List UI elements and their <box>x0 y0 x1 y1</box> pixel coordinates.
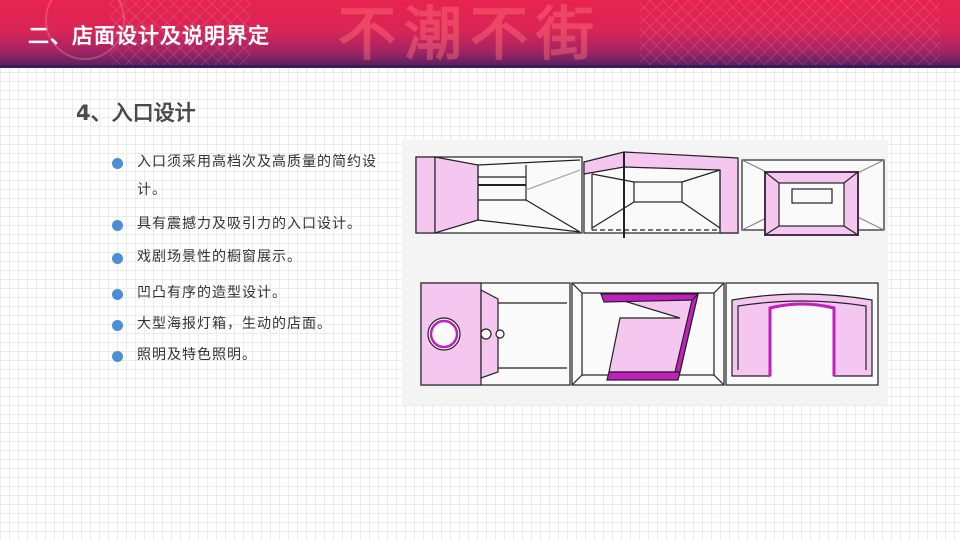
bullet-dot-icon <box>112 220 123 231</box>
bullet-dot-icon <box>112 289 123 300</box>
banner-mesh-decoration <box>640 0 940 68</box>
page-title: 二、店面设计及说明界定 <box>28 24 270 48</box>
list-item: 凹凸有序的造型设计。 <box>112 279 402 307</box>
list-item: 具有震撼力及吸引力的入口设计。 <box>112 210 402 238</box>
list-item-text: 大型海报灯箱，生动的店面。 <box>137 316 332 332</box>
list-item-text: 入口须采用高档次及高质量的简约设计。 <box>137 154 377 198</box>
list-item: 大型海报灯箱，生动的店面。 <box>112 310 402 338</box>
bullet-dot-icon <box>112 158 123 169</box>
list-item-text: 具有震撼力及吸引力的入口设计。 <box>137 216 362 232</box>
list-item: 照明及特色照明。 <box>112 341 402 369</box>
banner-mesh-decoration <box>110 0 250 68</box>
bullet-dot-icon <box>112 253 123 264</box>
section-heading: 4、入口设计 <box>76 101 196 125</box>
banner-decorative-text: 不潮不街 <box>338 0 603 68</box>
bullet-dot-icon <box>112 351 123 362</box>
list-item-text: 凹凸有序的造型设计。 <box>137 285 287 301</box>
header-banner: 不潮不街 二、店面设计及说明界定 <box>0 0 960 68</box>
bullet-dot-icon <box>112 320 123 331</box>
list-item: 入口须采用高档次及高质量的简约设计。 <box>112 148 402 204</box>
list-item: 戏剧场景性的橱窗展示。 <box>112 243 402 271</box>
storefront-sketches <box>415 151 885 386</box>
list-item-text: 戏剧场景性的橱窗展示。 <box>137 249 302 265</box>
entrance-design-illustration <box>402 140 888 405</box>
list-item-text: 照明及特色照明。 <box>137 347 257 363</box>
